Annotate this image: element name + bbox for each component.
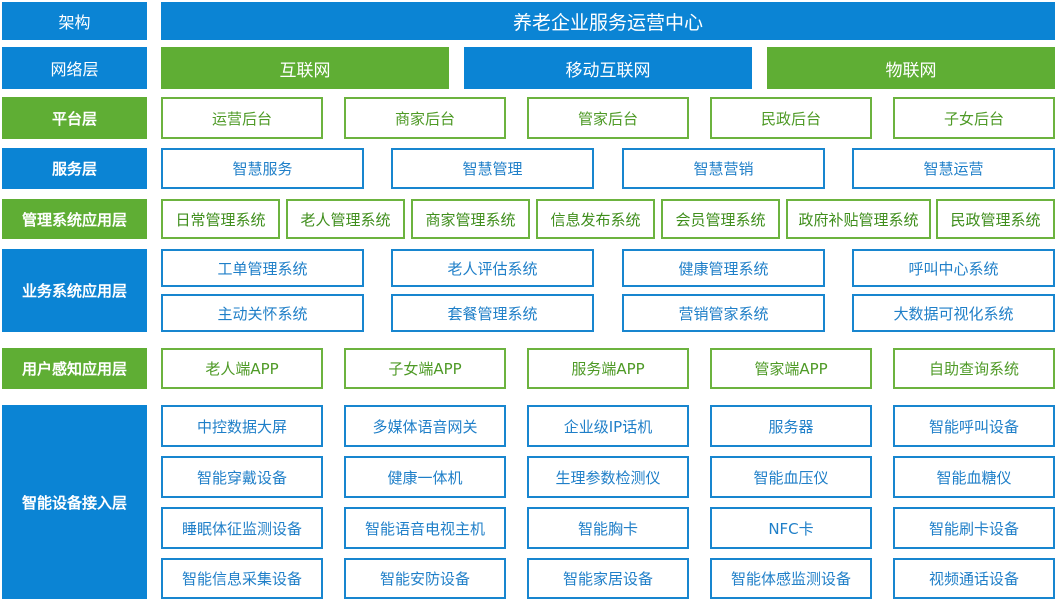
platform-layer-label: 平台层 bbox=[2, 97, 147, 139]
device-item: 视频通话设备 bbox=[893, 558, 1055, 599]
platform-item: 运营后台 bbox=[161, 97, 323, 139]
device-item: 智能家居设备 bbox=[527, 558, 689, 599]
device-item: 智能体感监测设备 bbox=[710, 558, 872, 599]
service-item: 智慧营销 bbox=[622, 148, 825, 189]
network-layer-label: 网络层 bbox=[2, 47, 147, 89]
business-layer-label: 业务系统应用层 bbox=[2, 249, 147, 332]
device-item: 多媒体语音网关 bbox=[344, 405, 506, 447]
management-item: 会员管理系统 bbox=[661, 199, 780, 239]
platform-item: 管家后台 bbox=[527, 97, 689, 139]
header-label: 架构 bbox=[2, 2, 147, 40]
service-item: 智慧运营 bbox=[852, 148, 1055, 189]
service-layer-label: 服务层 bbox=[2, 148, 147, 189]
service-item: 智慧管理 bbox=[391, 148, 594, 189]
device-item: 智能刷卡设备 bbox=[893, 507, 1055, 549]
business-item: 呼叫中心系统 bbox=[852, 249, 1055, 287]
device-item: 企业级IP话机 bbox=[527, 405, 689, 447]
device-item: 智能胸卡 bbox=[527, 507, 689, 549]
platform-item: 民政后台 bbox=[710, 97, 872, 139]
device-item: 智能血压仪 bbox=[710, 456, 872, 498]
user-layer-label: 用户感知应用层 bbox=[2, 348, 147, 389]
device-item: 生理参数检测仪 bbox=[527, 456, 689, 498]
user-item: 服务端APP bbox=[527, 348, 689, 389]
service-item: 智慧服务 bbox=[161, 148, 364, 189]
user-item: 子女端APP bbox=[344, 348, 506, 389]
device-item: 睡眠体征监测设备 bbox=[161, 507, 323, 549]
management-layer-label: 管理系统应用层 bbox=[2, 199, 147, 239]
user-item: 管家端APP bbox=[710, 348, 872, 389]
management-item: 政府补贴管理系统 bbox=[786, 199, 931, 239]
network-item-mobile-internet: 移动互联网 bbox=[464, 47, 752, 89]
management-item: 民政管理系统 bbox=[936, 199, 1055, 239]
device-layer-label: 智能设备接入层 bbox=[2, 405, 147, 599]
business-item: 工单管理系统 bbox=[161, 249, 364, 287]
platform-item: 商家后台 bbox=[344, 97, 506, 139]
device-item: 智能安防设备 bbox=[344, 558, 506, 599]
device-item: 中控数据大屏 bbox=[161, 405, 323, 447]
platform-item: 子女后台 bbox=[893, 97, 1055, 139]
business-item: 老人评估系统 bbox=[391, 249, 594, 287]
device-item: 智能呼叫设备 bbox=[893, 405, 1055, 447]
network-item-internet: 互联网 bbox=[161, 47, 449, 89]
business-item: 主动关怀系统 bbox=[161, 294, 364, 332]
device-item: 智能语音电视主机 bbox=[344, 507, 506, 549]
device-item: NFC卡 bbox=[710, 507, 872, 549]
business-item: 套餐管理系统 bbox=[391, 294, 594, 332]
management-item: 日常管理系统 bbox=[161, 199, 280, 239]
business-item: 大数据可视化系统 bbox=[852, 294, 1055, 332]
device-item: 服务器 bbox=[710, 405, 872, 447]
page-title: 养老企业服务运营中心 bbox=[161, 2, 1055, 40]
business-item: 健康管理系统 bbox=[622, 249, 825, 287]
device-item: 智能信息采集设备 bbox=[161, 558, 323, 599]
business-item: 营销管家系统 bbox=[622, 294, 825, 332]
network-item-iot: 物联网 bbox=[767, 47, 1055, 89]
management-item: 商家管理系统 bbox=[411, 199, 530, 239]
management-item: 信息发布系统 bbox=[536, 199, 655, 239]
device-item: 智能血糖仪 bbox=[893, 456, 1055, 498]
management-item: 老人管理系统 bbox=[286, 199, 405, 239]
user-item: 自助查询系统 bbox=[893, 348, 1055, 389]
user-item: 老人端APP bbox=[161, 348, 323, 389]
device-item: 健康一体机 bbox=[344, 456, 506, 498]
device-item: 智能穿戴设备 bbox=[161, 456, 323, 498]
